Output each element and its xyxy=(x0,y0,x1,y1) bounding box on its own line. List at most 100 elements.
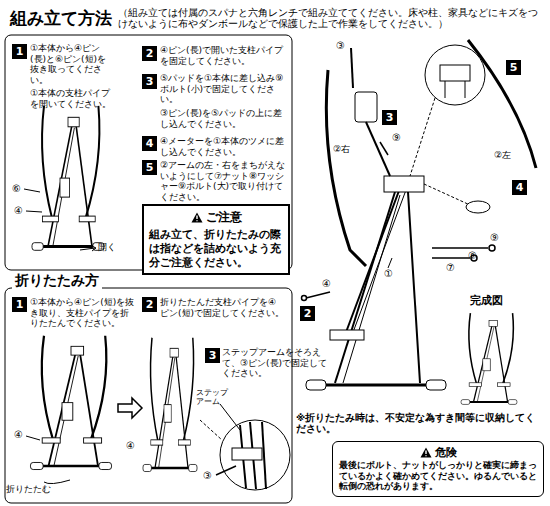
step-arm-detail xyxy=(216,466,236,475)
instruction: ④メーターを①本体のツメに差し込んでください。 xyxy=(160,136,290,157)
step-number-text: 3 xyxy=(209,349,217,362)
step-number-text: 3 xyxy=(146,75,154,88)
callout-number: ⑥ xyxy=(12,183,21,195)
instruction: ②アームの左・右をまちがえないようにして⑦ナット⑧ワッシャー⑨ボルト(大)で取り… xyxy=(160,160,290,202)
box-heading-text: 危険 xyxy=(435,446,457,459)
leader-line xyxy=(44,480,70,484)
main-assembly-figure xyxy=(326,70,366,266)
step-arm-detail xyxy=(220,420,290,490)
completed-figure xyxy=(461,313,517,404)
step-arm-detail xyxy=(200,404,290,490)
main-assembly-figure xyxy=(330,330,364,340)
main-assembly-figure xyxy=(489,245,495,251)
instruction: ①本体から④ピン(短)を抜き取り、支柱パイプを折りたたんでください。 xyxy=(30,297,135,329)
leader-line xyxy=(24,189,40,192)
section-frame xyxy=(5,288,292,503)
box-body: 組み立て、折りたたみの際は指などを詰めないよう充分ご注意ください。 xyxy=(149,228,283,269)
main-assembly-figure xyxy=(343,195,400,383)
instruction: ステップアームをそろえて、③ピン(長)で固定してください。 xyxy=(222,347,332,379)
step-number-text: 4 xyxy=(516,181,524,194)
box-heading-text: ご注意 xyxy=(206,210,242,224)
frame-open-figure xyxy=(32,106,104,250)
step-number: 3 xyxy=(142,74,157,89)
leader-line xyxy=(80,248,95,250)
main-assembly-figure xyxy=(384,176,424,192)
main-assembly-figure xyxy=(445,81,446,98)
section-heading: 折りたたみ方 xyxy=(12,272,102,289)
step-number: 2 xyxy=(142,46,157,61)
main-assembly-figure xyxy=(424,184,470,205)
warning-icon xyxy=(425,451,426,457)
instruction: 折りたたんだ支柱パイプを④ピン(短)で固定してください。 xyxy=(160,297,285,318)
warning-icon xyxy=(420,448,431,458)
callout-number: ④ xyxy=(14,205,23,217)
step-number-text: 1 xyxy=(16,298,24,311)
leader-line xyxy=(26,211,42,212)
main-assembly-figure xyxy=(345,188,400,335)
warning-icon xyxy=(196,216,197,222)
step-number-text: 5 xyxy=(510,61,518,74)
step-number-text: 2 xyxy=(146,47,154,60)
leader-line xyxy=(26,436,70,484)
callout-number: ⑦ xyxy=(446,262,455,274)
completed-figure xyxy=(461,313,517,404)
main-assembly-figure xyxy=(302,142,496,301)
instruction: ①本体から④ピン(長)と⑥ピン(短)を抜き取ってください。 xyxy=(30,43,114,85)
arrow xyxy=(118,398,142,418)
callout-number: ④ xyxy=(14,429,23,441)
title: 組み立て方法 xyxy=(10,8,112,28)
main-assembly-figure xyxy=(440,65,470,81)
main-assembly-figure xyxy=(306,292,330,298)
main-assembly-figure xyxy=(465,81,466,98)
frame-open-figure xyxy=(32,106,104,250)
main-assembly-figure xyxy=(408,192,420,383)
section-frame xyxy=(5,35,292,503)
caution-box: ご注意組み立て、折りたたみの際は指などを詰めないよう充分ご注意ください。 xyxy=(142,204,290,275)
step-arm-detail xyxy=(220,404,240,430)
step-arm-detail xyxy=(232,448,262,460)
box-body: 最後にボルト、ナットがしっかりと確実に締まっているかよく確かめてください。ゆるん… xyxy=(339,460,537,492)
fold-figure xyxy=(31,336,112,470)
callout-number: ⑨ xyxy=(392,132,401,144)
note-text: ※折りたたみ時は、不安定な為すき間等に収納してください。 xyxy=(296,412,544,434)
leader-line xyxy=(26,436,40,440)
part-label: ステップアーム xyxy=(196,388,234,407)
step-number-text: 4 xyxy=(146,137,154,150)
direction-label: 折りたたむ xyxy=(6,484,51,495)
step-number-text: 1 xyxy=(16,45,24,58)
instruction: ③ピン(長)を⑤パッドの上に差し込んでください。 xyxy=(160,108,290,129)
main-assembly-figure xyxy=(410,98,435,176)
main-assembly-figure xyxy=(426,380,446,390)
box-heading: ご注意 xyxy=(149,209,283,226)
step-number: 3 xyxy=(382,110,397,125)
step-number-text: 2 xyxy=(146,298,154,311)
fold-figure xyxy=(31,336,112,470)
step-number: 1 xyxy=(12,297,27,312)
step-arm-detail xyxy=(262,422,266,489)
callout-number: ③ xyxy=(203,470,212,482)
main-assembly-figure xyxy=(432,257,470,259)
main-assembly-figure xyxy=(352,190,406,335)
direction-label: 開く xyxy=(98,242,116,253)
warning-icon xyxy=(191,213,202,223)
step-number-text: 2 xyxy=(304,307,312,320)
leader-line xyxy=(24,189,96,251)
warning-icon xyxy=(420,447,432,458)
step-number: 4 xyxy=(512,180,527,195)
main-assembly-figure xyxy=(366,122,390,176)
step-number: 2 xyxy=(300,306,315,321)
instruction: ①本体の支柱パイプを開いてください。 xyxy=(30,88,114,109)
main-assembly-figure xyxy=(380,142,388,155)
step-number: 2 xyxy=(142,297,157,312)
callout-number: ⑧ xyxy=(468,250,477,262)
step-number: 4 xyxy=(142,136,157,151)
callout-number: ④ xyxy=(126,440,135,452)
main-assembly-figure xyxy=(318,384,432,387)
main-assembly-figure xyxy=(302,296,307,301)
warning-icon xyxy=(191,212,203,223)
main-assembly-figure xyxy=(432,247,488,249)
callout-number: ④ xyxy=(322,278,331,290)
main-assembly-figure xyxy=(351,48,353,88)
instruction: ④ピン(長)で開いた支柱パイプを固定してください。 xyxy=(160,45,290,66)
